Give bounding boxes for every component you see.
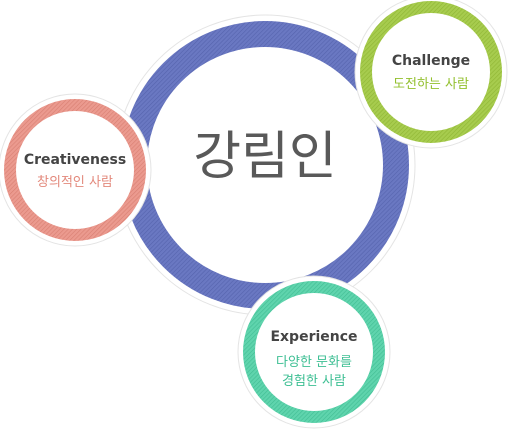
experience-subtitle-line-2: 경험한 사람 <box>282 374 346 389</box>
creativeness-node <box>0 93 152 247</box>
experience-node <box>237 275 391 429</box>
creativeness-title: Creativeness <box>23 152 127 168</box>
challenge-subtitle: 도전하는 사람 <box>393 77 469 92</box>
experience-subtitle-line-1: 다양한 문화를 <box>276 355 352 370</box>
challenge-title: Challenge <box>391 53 471 69</box>
experience-title: Experience <box>270 329 358 345</box>
center-title: 강림인 <box>193 127 337 187</box>
creativeness-subtitle: 창의적인 사람 <box>37 175 113 190</box>
challenge-node <box>354 0 508 149</box>
